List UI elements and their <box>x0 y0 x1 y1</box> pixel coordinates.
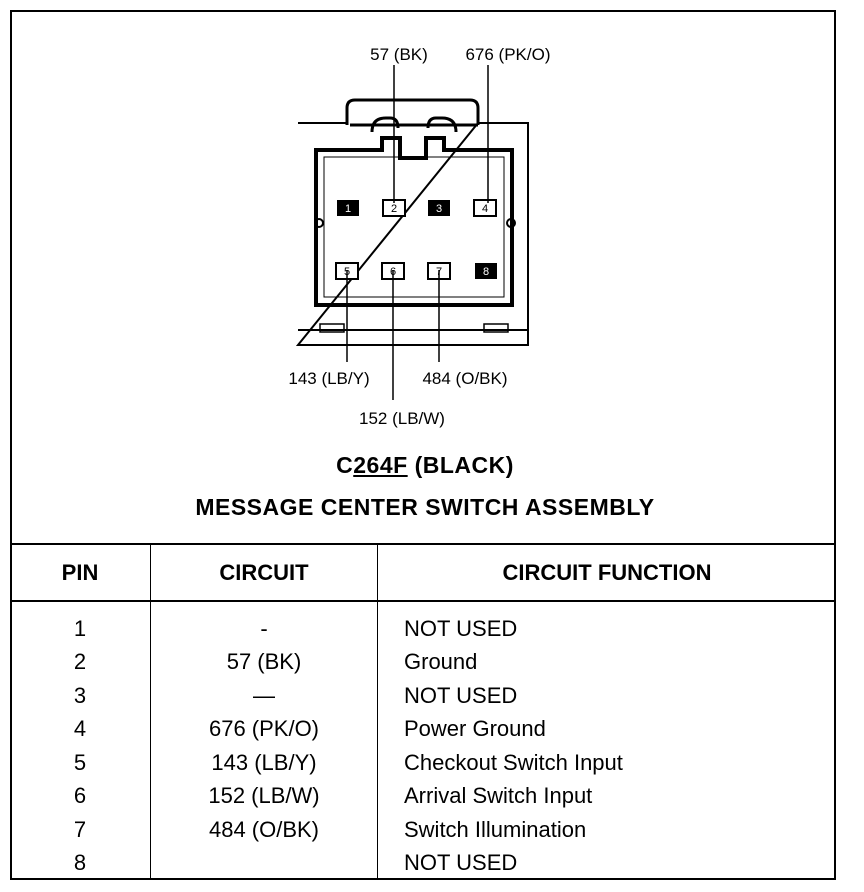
connector-id-number: 264F <box>353 452 408 478</box>
cell-circuit: 676 (PK/O) <box>150 712 378 746</box>
table-row: 4 676 (PK/O) Power Ground <box>10 712 836 746</box>
pin-cavity-8: 8 <box>475 263 497 279</box>
cell-circuit: 143 (LB/Y) <box>150 746 378 780</box>
callout-pin-2: 57 (BK) <box>370 45 428 64</box>
table-header-row: PIN CIRCUIT CIRCUIT FUNCTION <box>10 543 836 602</box>
cell-pin: 4 <box>73 716 87 742</box>
table-row: 1 - NOT USED <box>10 601 836 646</box>
table-row: 8 NOT USED <box>10 846 836 880</box>
table-row: 7 484 (O/BK) Switch Illumination <box>10 813 836 847</box>
cell-function: Power Ground <box>377 712 836 746</box>
connector-id: C264F (BLACK) <box>12 452 838 479</box>
cell-pin: 2 <box>73 649 87 675</box>
pin-cavity-3: 3 <box>428 200 450 216</box>
cell-pin: 3 <box>73 682 87 708</box>
pin-number: 8 <box>483 266 489 278</box>
pin-cavity-1: 1 <box>337 200 359 216</box>
assembly-title: MESSAGE CENTER SWITCH ASSEMBLY <box>195 494 655 520</box>
pin-table: PIN CIRCUIT CIRCUIT FUNCTION 1 - NOT USE… <box>10 543 836 880</box>
cell-circuit: — <box>150 679 378 713</box>
cell-pin: 1 <box>73 615 87 641</box>
pin-cavity-4: 4 <box>473 199 497 217</box>
cell-circuit: 152 (LB/W) <box>150 779 378 813</box>
cell-function: NOT USED <box>377 846 836 880</box>
table-row: 2 57 (BK) Ground <box>10 645 836 679</box>
connector-body <box>295 98 529 346</box>
cell-pin: 6 <box>73 783 87 809</box>
pin-number: 2 <box>391 203 397 215</box>
callout-pin-7: 484 (O/BK) <box>422 369 507 388</box>
connector-id-prefix: C <box>336 452 354 478</box>
cell-function: Switch Illumination <box>377 813 836 847</box>
cell-function: NOT USED <box>377 679 836 713</box>
pin-number: 3 <box>436 203 442 215</box>
table-row: 3 — NOT USED <box>10 679 836 713</box>
cell-function: Ground <box>377 645 836 679</box>
cell-function: Checkout Switch Input <box>377 746 836 780</box>
pin-number: 4 <box>482 203 488 215</box>
cell-function: NOT USED <box>377 601 836 646</box>
cell-pin: 5 <box>73 749 87 775</box>
header-pin: PIN <box>10 543 151 602</box>
header-circuit: CIRCUIT <box>150 543 378 602</box>
callout-pin-6: 152 (LB/W) <box>359 409 445 428</box>
callout-pin-5: 143 (LB/Y) <box>288 369 369 388</box>
cell-circuit: 57 (BK) <box>150 645 378 679</box>
connector-diagram: 1 2 3 4 5 6 7 8 <box>288 45 550 428</box>
table-row: 6 152 (LB/W) Arrival Switch Input <box>10 779 836 813</box>
header-circuit-function: CIRCUIT FUNCTION <box>377 543 836 602</box>
cell-function: Arrival Switch Input <box>377 779 836 813</box>
connector-color: (BLACK) <box>414 452 514 478</box>
cell-pin: 7 <box>73 816 87 842</box>
table-row: 5 143 (LB/Y) Checkout Switch Input <box>10 746 836 780</box>
cell-circuit: 484 (O/BK) <box>150 813 378 847</box>
callout-pin-4: 676 (PK/O) <box>465 45 550 64</box>
cell-circuit <box>150 846 378 880</box>
cell-pin: 8 <box>73 850 87 876</box>
cell-circuit: - <box>150 601 378 646</box>
leader-lines <box>346 65 489 400</box>
pin-number: 1 <box>345 203 351 215</box>
